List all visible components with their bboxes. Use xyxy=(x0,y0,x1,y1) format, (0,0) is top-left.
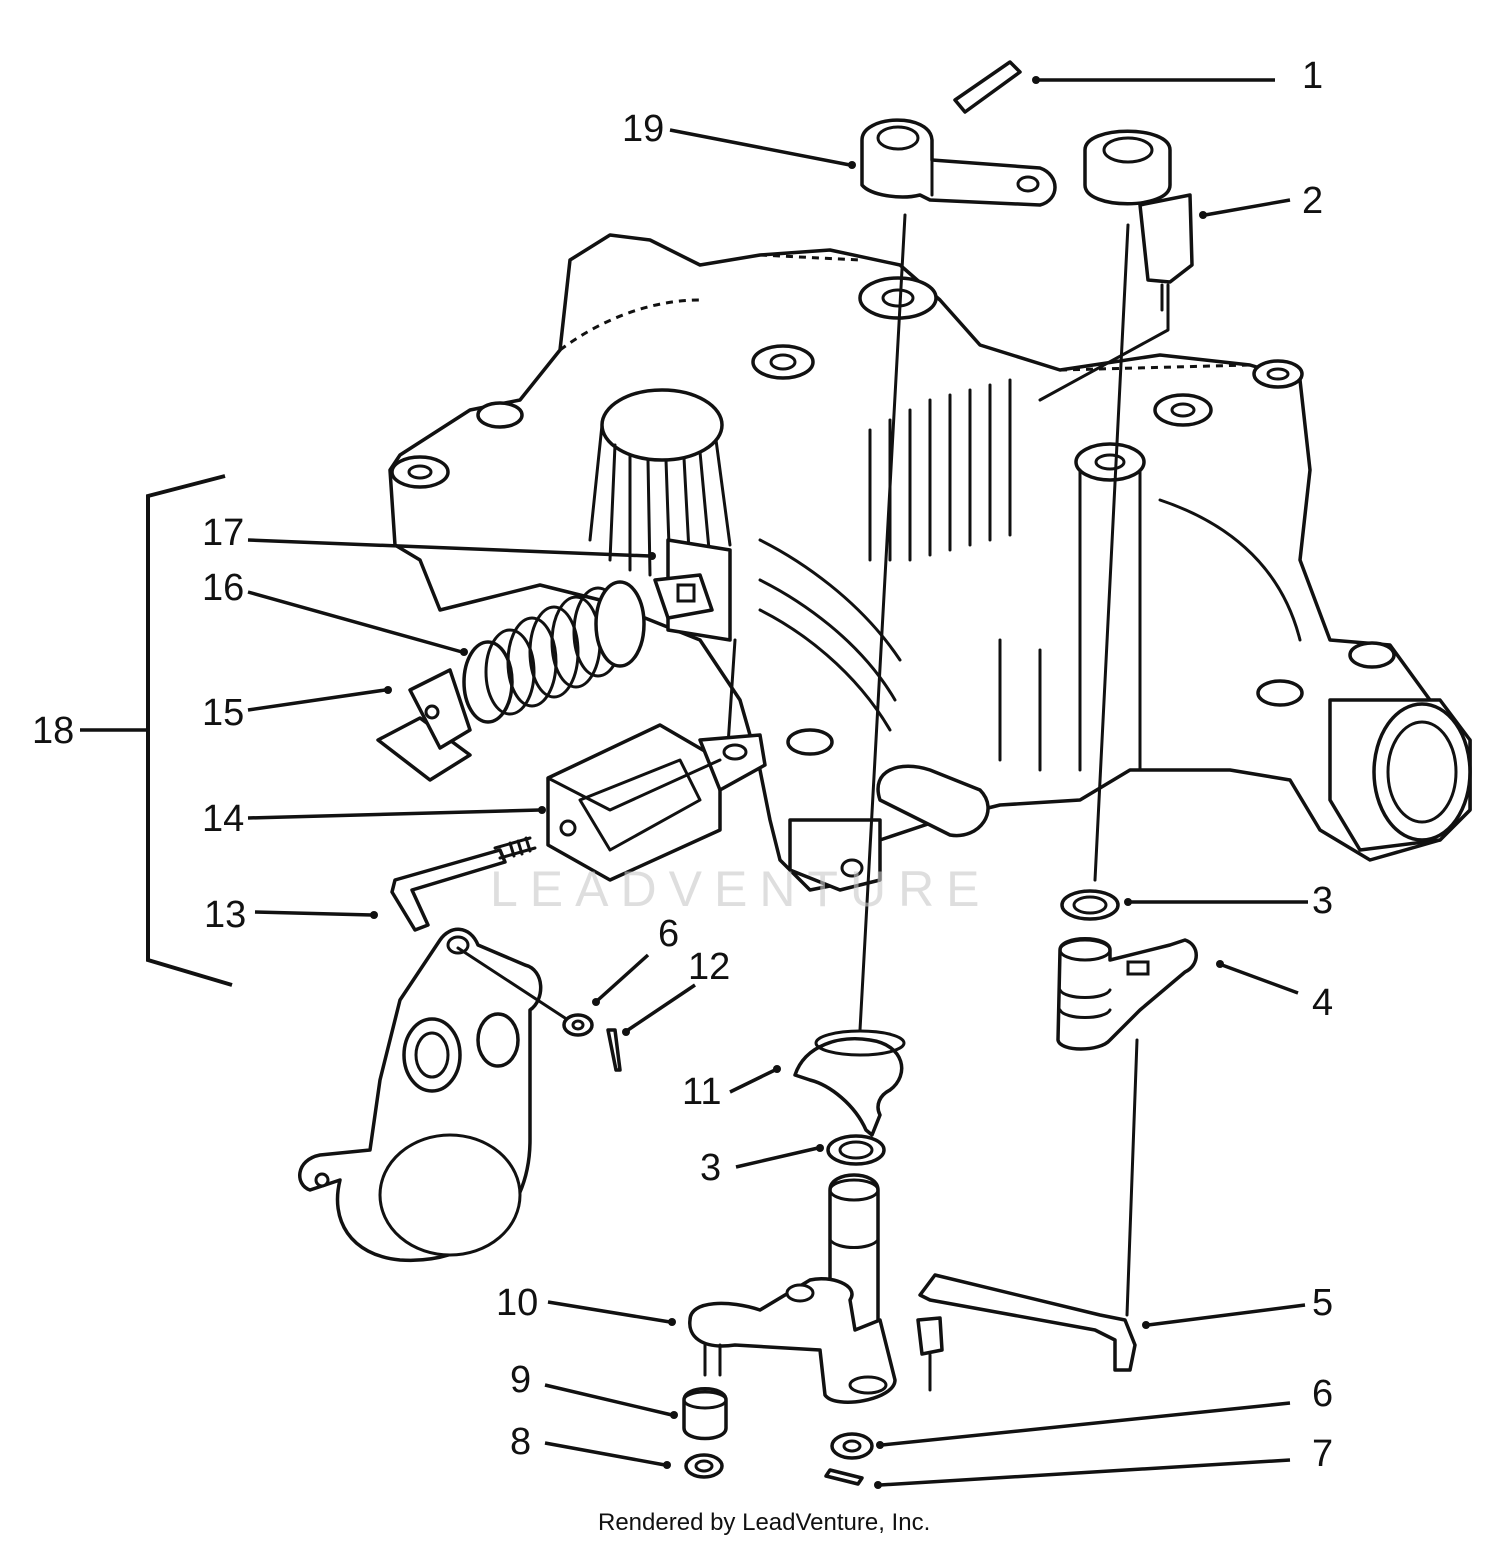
part-6-washer-upper xyxy=(562,1013,594,1037)
callout-14: 14 xyxy=(202,798,244,840)
pin-axis-line xyxy=(456,946,567,1020)
part-6-washer-lower xyxy=(830,1432,874,1460)
part-16-spring xyxy=(462,580,646,724)
part-13-threaded-rod xyxy=(390,836,537,932)
callout-3-upper: 3 xyxy=(1312,880,1333,922)
part-3-seal-lower xyxy=(826,1134,886,1166)
callout-1: 1 xyxy=(1302,55,1323,97)
callout-5: 5 xyxy=(1312,1282,1333,1324)
render-credit: Rendered by LeadVenture, Inc. xyxy=(598,1509,930,1536)
callout-15: 15 xyxy=(202,692,244,734)
callout-10: 10 xyxy=(496,1282,538,1324)
callout-11: 11 xyxy=(682,1071,721,1113)
part-14-spring-bracket xyxy=(546,723,767,882)
watermark: LEADVENTURE xyxy=(490,861,992,917)
part-1-roll-pin xyxy=(953,60,1022,114)
callout-7: 7 xyxy=(1312,1433,1333,1475)
callout-labels: 1 19 2 17 16 15 18 14 13 3 4 6 12 11 3 1… xyxy=(32,55,1333,1475)
part-19-control-arm xyxy=(860,118,1057,207)
transaxle-housing xyxy=(388,233,1472,892)
part-4-bypass-arm xyxy=(1056,937,1198,1051)
callout-12: 12 xyxy=(688,946,730,988)
callout-17: 17 xyxy=(202,512,244,554)
callout-18: 18 xyxy=(32,710,74,752)
control-arm-housing xyxy=(298,927,543,1263)
part-2-collar xyxy=(1038,129,1194,402)
part-9-bushing xyxy=(682,1387,728,1441)
part-7-cotter-pin xyxy=(824,1468,864,1486)
part-8-retaining-clip xyxy=(684,1453,724,1479)
callout-2: 2 xyxy=(1302,180,1323,222)
bypass-shaft-line xyxy=(1093,223,1130,882)
part-10-control-lever xyxy=(688,1173,897,1404)
part-17-retainer-block xyxy=(653,538,732,642)
callout-3-lower: 3 xyxy=(700,1147,721,1189)
control-shaft-line xyxy=(858,213,907,1032)
callout-8: 8 xyxy=(510,1421,531,1463)
callout-4: 4 xyxy=(1312,982,1333,1024)
part-5-link-rod xyxy=(916,1273,1137,1392)
callout-6-upper: 6 xyxy=(658,913,679,955)
link-rod-line xyxy=(1125,1038,1139,1317)
part-15-spring-seat xyxy=(376,668,472,782)
part-3-seal-upper xyxy=(1060,889,1120,921)
leader-lines xyxy=(247,76,1308,1489)
callout-13: 13 xyxy=(204,894,246,936)
part-11-seal-plate xyxy=(793,1029,906,1137)
part-12-cotter-pin xyxy=(606,1028,622,1072)
callout-9: 9 xyxy=(510,1359,531,1401)
callout-6-lower: 6 xyxy=(1312,1373,1333,1415)
callout-16: 16 xyxy=(202,567,244,609)
bracket-stud-line xyxy=(726,638,737,747)
assembly-18-bracket xyxy=(146,474,233,987)
callout-19: 19 xyxy=(622,108,664,150)
